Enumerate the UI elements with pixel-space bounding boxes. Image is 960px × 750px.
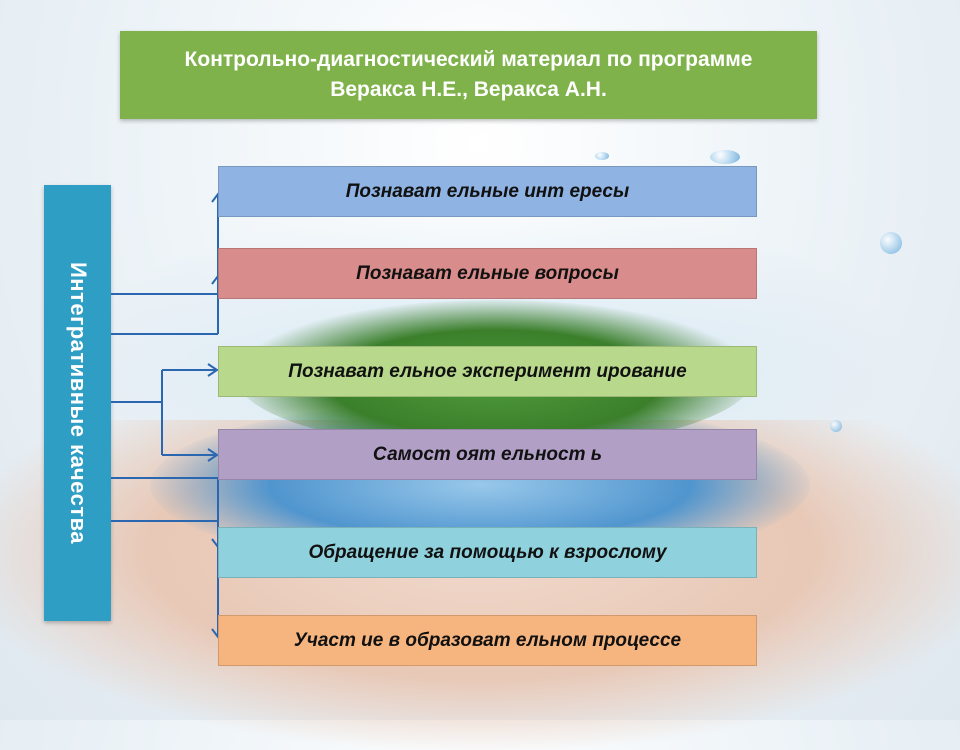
item-cognitive-experimentation: Познават ельное эксперимент ирование xyxy=(218,346,757,397)
item-independence: Самост оят ельност ь xyxy=(218,429,757,480)
item-label: Самост оят ельност ь xyxy=(372,443,603,465)
water-drop xyxy=(595,152,609,160)
item-cognitive-questions: Познават ельные вопросы xyxy=(218,248,757,299)
arrow-right-icon xyxy=(207,448,219,462)
item-participation-educational-process: Участ ие в образоват ельном процессе xyxy=(218,615,757,666)
item-asking-adult-help: Обращение за помощью к взрослому xyxy=(218,527,757,578)
side-category-label: Интегративные качества xyxy=(44,185,111,621)
item-label: Познават ельные инт ересы xyxy=(345,180,630,202)
item-label: Обращение за помощью к взрослому xyxy=(308,541,667,563)
page-title: Контрольно-диагностический материал по п… xyxy=(120,31,817,119)
page-title-text: Контрольно-диагностический материал по п… xyxy=(184,48,753,101)
item-label: Познават ельное эксперимент ирование xyxy=(288,360,687,382)
item-cognitive-interests: Познават ельные инт ересы xyxy=(218,166,757,217)
item-label: Участ ие в образоват ельном процессе xyxy=(293,629,682,651)
water-drop xyxy=(880,232,902,254)
arrow-right-icon xyxy=(207,363,219,377)
item-label: Познават ельные вопросы xyxy=(356,262,619,284)
water-drop xyxy=(710,150,740,164)
water-drop xyxy=(830,420,842,432)
